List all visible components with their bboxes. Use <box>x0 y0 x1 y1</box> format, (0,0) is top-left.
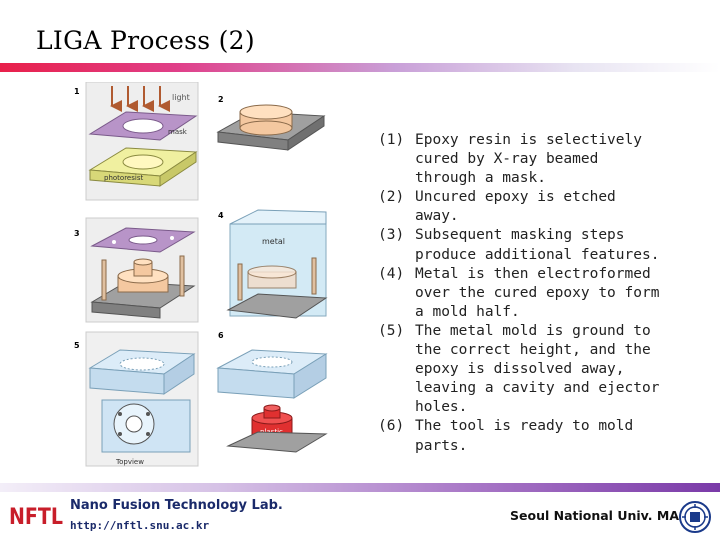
panel-4-metal: metal <box>226 209 328 319</box>
step-index: (1) <box>378 132 405 148</box>
step-number-3: 3 <box>74 229 80 238</box>
step-index: (5) <box>378 322 405 339</box>
photoresist-label: photoresist <box>104 174 143 182</box>
step-item: (3) Subsequent masking steps produce addi… <box>378 226 668 264</box>
slide-title: LIGA Process (2) <box>36 26 255 55</box>
step-item: (2) Uncured epoxy is etched away. <box>378 188 668 226</box>
step-text: Uncured epoxy is etched away. <box>415 189 616 225</box>
step-text: The metal mold is ground to the correct … <box>415 322 660 416</box>
step-index: (4) <box>378 265 405 282</box>
university-seal-icon <box>679 501 711 533</box>
lab-url-link[interactable]: http://nftl.snu.ac.kr <box>70 519 210 532</box>
footer-divider-bar <box>0 483 720 492</box>
metal-label: metal <box>262 237 285 246</box>
panel-2-etched <box>216 104 326 151</box>
panel-5-mold: Topview <box>85 331 199 467</box>
step-text: Epoxy resin is selectively cured by X-ra… <box>415 132 642 187</box>
step-text: Subsequent masking steps produce additio… <box>415 227 660 263</box>
step-index: (2) <box>378 189 405 206</box>
nftl-logo: NFTL <box>7 497 65 530</box>
step-number-5: 5 <box>74 341 80 350</box>
panel-1-exposure: light mask photoresist <box>85 82 199 201</box>
svg-text:NFTL: NFTL <box>9 505 63 530</box>
university-name: Seoul National Univ. MAE <box>510 508 688 523</box>
step-item: (1) Epoxy resin is selectively cured by X… <box>378 131 668 188</box>
step-item: (5) The metal mold is ground to the corre… <box>378 322 668 417</box>
step-index: (6) <box>378 418 405 435</box>
step-item: (6) The tool is ready to mold parts. <box>378 417 668 455</box>
step-number-1: 1 <box>74 87 80 96</box>
step-number-2: 2 <box>218 95 224 104</box>
step-number-4: 4 <box>218 211 224 220</box>
topview-label: Topview <box>115 458 144 466</box>
mask-label: mask <box>168 128 188 136</box>
light-label: light <box>172 93 190 102</box>
panel-3-masking <box>85 217 199 323</box>
liga-process-figure: light mask photoresist 1 2 3 <box>74 82 328 467</box>
process-steps-list: (1) Epoxy resin is selectively cured by X… <box>378 131 668 456</box>
step-number-6: 6 <box>218 331 224 340</box>
step-item: (4) Metal is then electroformed over the … <box>378 265 668 322</box>
step-text: Metal is then electroformed over the cur… <box>415 265 660 320</box>
step-index: (3) <box>378 227 405 244</box>
title-divider-bar <box>0 63 720 72</box>
step-text: The tool is ready to mold parts. <box>415 418 634 454</box>
panel-6-molding: plastic <box>216 349 328 453</box>
light-arrows <box>110 86 170 112</box>
lab-name: Nano Fusion Technology Lab. <box>70 498 283 513</box>
